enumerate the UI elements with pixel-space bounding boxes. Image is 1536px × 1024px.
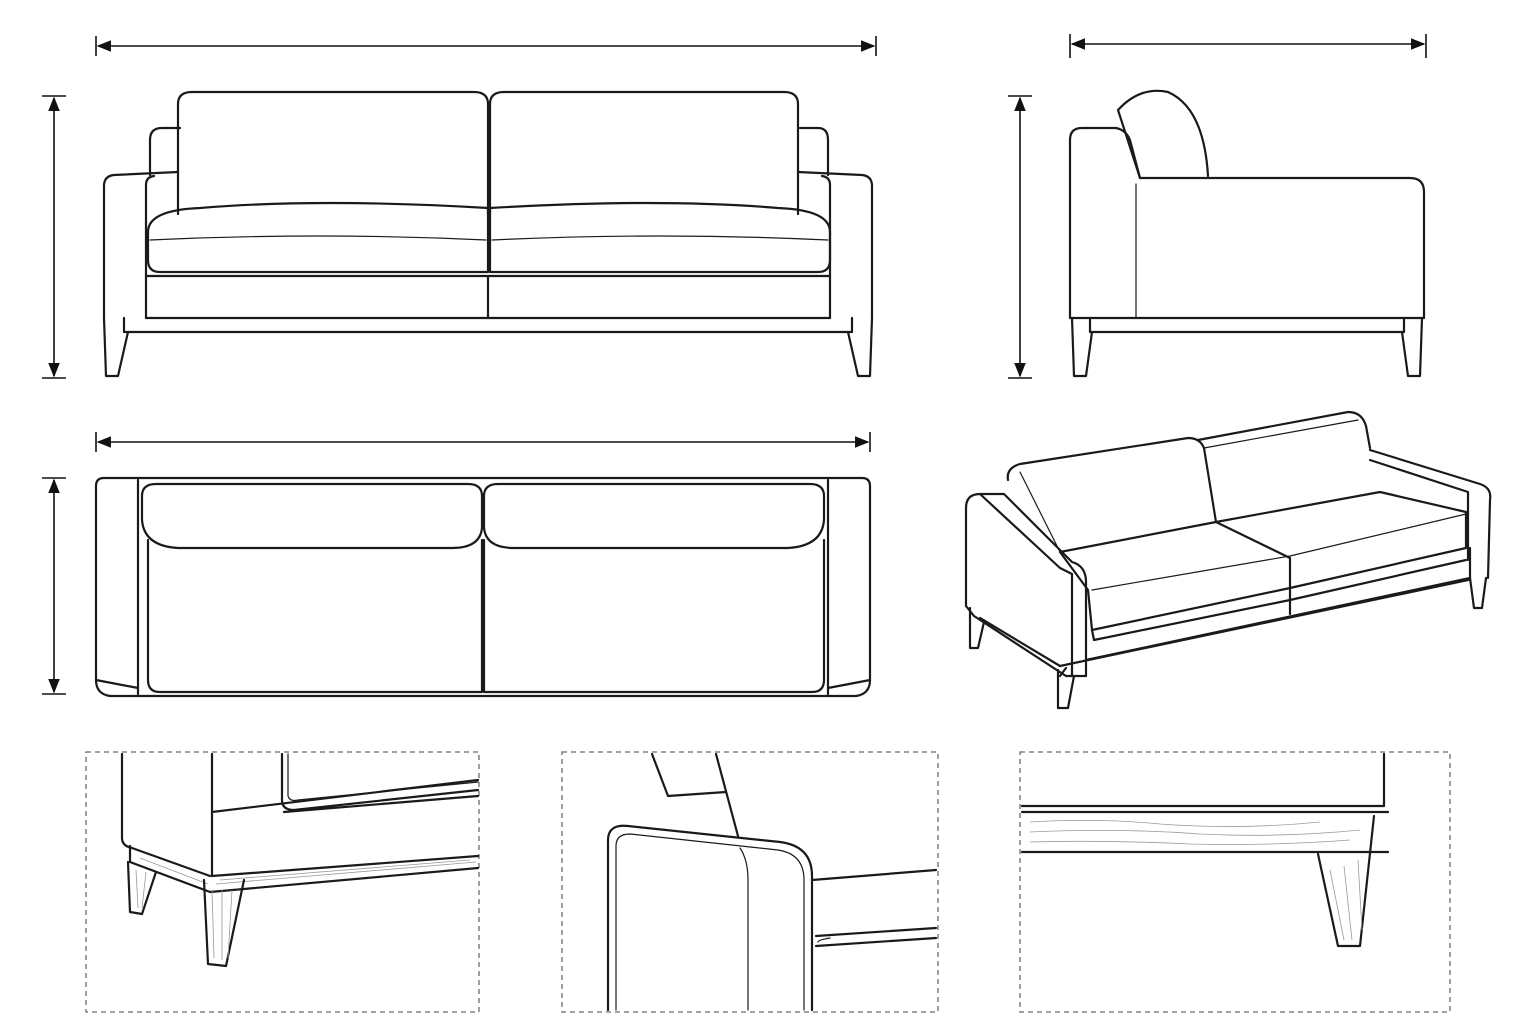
front-arm-right [796, 170, 874, 320]
detail-front-leg-corner [85, 751, 480, 1013]
front-arm-left [102, 170, 180, 320]
side-body [1068, 126, 1426, 320]
front-back-cushion-right [488, 90, 800, 216]
persp-back-cushion-right [1196, 410, 1372, 450]
front-back-cushion-left [176, 90, 490, 216]
persp-leg-front-center [1056, 668, 1076, 710]
front-seat-cushion-right [488, 201, 832, 274]
dimension-top-depth [42, 477, 66, 695]
dimension-overall-height [42, 95, 66, 379]
side-view [1008, 34, 1427, 379]
front-back-frame [148, 126, 830, 177]
persp-front-apron [1084, 546, 1472, 662]
perspective-view [964, 410, 1492, 710]
side-back-cushion [1116, 89, 1210, 180]
detail-armrest-corner [561, 751, 939, 1013]
side-leg-back [1400, 316, 1424, 378]
persp-leg-back-right [1468, 576, 1488, 610]
persp-wood-rail [978, 578, 1470, 678]
top-seat-cushion-left [146, 538, 484, 694]
dimension-side-height [1008, 95, 1032, 379]
dimension-top-width [95, 432, 871, 452]
front-leg-left [102, 316, 130, 378]
front-view [42, 36, 877, 379]
top-arm-left [94, 478, 140, 696]
persp-arm-left [964, 492, 1088, 678]
top-back-cushion-right [482, 482, 826, 550]
side-wood-rail [1088, 316, 1406, 334]
persp-seat-front [1090, 558, 1468, 642]
front-base [144, 274, 832, 320]
persp-back-cushion-left [1006, 436, 1218, 524]
top-back-cushion-left [140, 482, 484, 550]
persp-seat-top [1058, 490, 1468, 632]
front-leg-right [846, 316, 874, 378]
top-seat-cushion-right [482, 538, 826, 694]
dimension-overall-depth [1069, 34, 1427, 58]
front-seat-cushion-left [146, 201, 490, 274]
side-leg-front [1070, 316, 1094, 378]
top-arm-right [826, 478, 872, 696]
detail-side-leg-rail [1019, 751, 1451, 1013]
dimension-overall-width [95, 36, 877, 56]
persp-leg-front-left [968, 606, 986, 650]
persp-arm-right [1368, 448, 1492, 580]
front-wood-rail [122, 316, 854, 334]
top-view [42, 432, 872, 698]
